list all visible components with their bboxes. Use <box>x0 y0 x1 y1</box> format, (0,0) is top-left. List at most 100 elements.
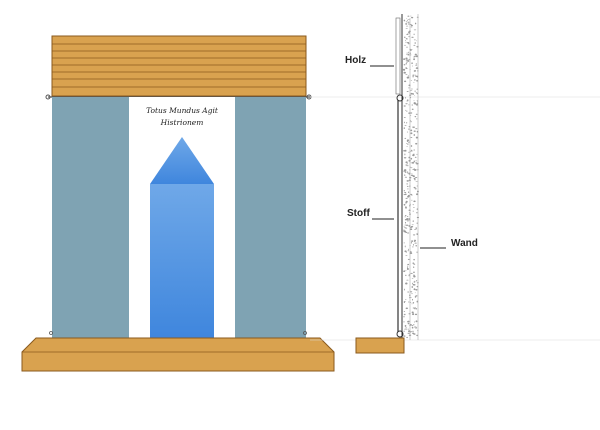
wall-speckle-dot <box>405 206 407 208</box>
wall-speckle-dot <box>413 288 416 291</box>
wall-speckle-dot <box>410 331 413 333</box>
wall-speckle-dot <box>416 193 419 196</box>
wall-speckle-dot <box>405 46 409 48</box>
wall-speckle-dot <box>411 199 413 201</box>
wall-speckle-dot <box>408 328 410 330</box>
wall-speckle-dot <box>403 121 405 124</box>
wall-speckle-dot <box>407 250 410 252</box>
wall-speckle-dot <box>405 57 408 60</box>
wall-speckle-dot <box>411 303 413 305</box>
wall-speckle-dot <box>412 169 415 170</box>
wall-speckle-dot <box>411 104 413 106</box>
wall-speckle-dot <box>410 88 413 90</box>
wall-speckle-dot <box>404 171 407 173</box>
wall-speckle-dot <box>404 221 407 224</box>
wall-speckle-dot <box>413 275 416 278</box>
wall-speckle-dot <box>411 62 413 64</box>
wall-speckle-dot <box>403 321 405 323</box>
wall-speckle-dot <box>403 335 406 337</box>
wall-speckle-dot <box>415 180 418 182</box>
wall-speckle-dot <box>406 38 408 40</box>
wall-speckle-dot <box>403 300 406 302</box>
wall-speckle-dot <box>413 39 416 41</box>
wall-speckle-dot <box>407 53 410 56</box>
wall-speckle-dot <box>404 224 407 226</box>
wall-speckle-dot <box>408 141 410 143</box>
wall-speckle-dot <box>408 51 410 53</box>
wall-speckle-dot <box>404 40 407 41</box>
wall-speckle-dot <box>407 322 410 325</box>
wall-speckle-dot <box>412 243 414 246</box>
wall-speckle-dot <box>414 74 416 76</box>
wall-speckle-dot <box>414 53 417 56</box>
wall-speckle-dot <box>413 160 415 163</box>
wall-speckle-dot <box>414 95 416 96</box>
wall-speckle-dot <box>404 153 406 156</box>
wall-speckle-dot <box>413 324 415 326</box>
wall-speckle-dot <box>407 75 409 77</box>
wall-speckle-dot <box>415 227 417 230</box>
wall-speckle-dot <box>412 210 414 212</box>
wall-speckle-dot <box>413 266 415 269</box>
blue-column <box>150 137 214 338</box>
wall-speckle-dot <box>414 321 416 323</box>
wall-speckle-dot <box>405 197 408 199</box>
wall-speckle-dot <box>406 279 409 281</box>
wall-speckle-dot <box>413 258 415 261</box>
wall-speckle-dot <box>404 250 407 253</box>
wall-speckle-dot <box>407 99 409 102</box>
wall-speckle-dot <box>411 286 414 288</box>
wall-speckle-dot <box>416 211 418 214</box>
wall-speckle-dot <box>414 229 417 230</box>
wall-speckle-dot <box>407 188 409 190</box>
wall-speckle-dot <box>404 36 406 38</box>
wall-speckle-dot <box>413 44 416 46</box>
wall-speckle-dot <box>415 142 418 145</box>
wall-speckle-dot <box>406 185 409 187</box>
wall-speckle-dot <box>403 71 406 74</box>
wall-speckle-dot <box>408 159 411 162</box>
wall-speckle-dot <box>415 67 419 69</box>
wall-speckle-dot <box>408 248 409 251</box>
wall-speckle-dot <box>407 320 410 323</box>
wall-speckle-dot <box>407 172 409 175</box>
wall-speckle-dot <box>410 229 412 230</box>
wall-speckle-dot <box>407 265 409 267</box>
wall-speckle-dot <box>415 63 417 65</box>
wall-speckle-dot <box>409 90 413 91</box>
wall-speckle-dot <box>416 169 419 171</box>
wall-speckle-dot <box>413 263 415 265</box>
wall-speckle-dot <box>403 116 406 118</box>
wall-speckle-dot <box>415 188 417 190</box>
wall-speckle-dot <box>414 169 416 172</box>
wall-speckle-dot <box>411 194 413 196</box>
wall-speckle-dot <box>410 24 413 27</box>
wall-speckle-dot <box>414 292 416 294</box>
wall-speckle-dot <box>410 145 413 147</box>
label-stoff: Stoff <box>347 208 370 219</box>
wall-speckle-dot <box>403 169 407 172</box>
wall-speckle-dot <box>416 280 418 282</box>
wall-speckle-dot <box>404 230 407 233</box>
wall-speckle-dot <box>406 215 409 217</box>
wall-speckle-dot <box>406 182 408 185</box>
wall-speckle-dot <box>410 95 412 97</box>
wall-speckle-dot <box>414 90 416 92</box>
wall-speckle-dot <box>416 251 418 254</box>
wall-speckle-dot <box>410 150 413 152</box>
wall-speckle-dot <box>415 40 417 42</box>
wall-speckle-dot <box>410 26 413 28</box>
wall-speckle-dot <box>410 272 413 274</box>
wall-speckle-dot <box>403 44 407 46</box>
motto-line-1: Totus Mundus Agit <box>146 106 218 115</box>
wall-speckle-dot <box>406 122 408 124</box>
bottom-hook-right <box>303 331 307 335</box>
wall-speckle-dot <box>406 76 410 79</box>
wall-speckle-dot <box>406 53 408 55</box>
wall-speckle-dot <box>408 209 411 211</box>
wall-speckle-dot <box>411 298 414 301</box>
wall-speckle-dot <box>408 301 410 303</box>
wall-speckle-dot <box>407 263 410 266</box>
wall-speckle-dot <box>405 329 408 331</box>
